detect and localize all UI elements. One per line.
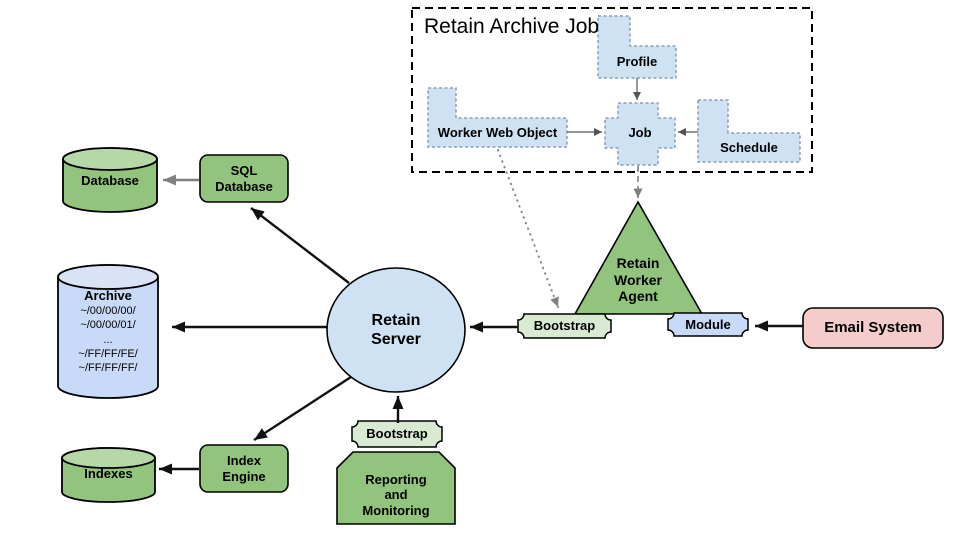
module-plaque	[667, 312, 749, 337]
archive-cylinder	[57, 264, 159, 399]
sql-database-box	[199, 154, 289, 203]
retain-worker-agent-triangle	[573, 200, 704, 315]
job-shape	[604, 102, 676, 166]
bootstrap-plaque	[517, 313, 612, 339]
worker-web-object-shape	[427, 87, 568, 148]
index-engine-box	[199, 444, 289, 493]
email-system-box	[802, 307, 944, 349]
profile-shape	[597, 15, 677, 79]
reporting-monitoring-shape	[336, 451, 456, 525]
arrow-server-to-index-engine	[253, 375, 352, 442]
retain-archive-job-group	[411, 7, 813, 173]
indexes-cylinder	[61, 447, 156, 503]
reporting-bootstrap-plaque	[351, 420, 443, 448]
arrow-worker-web-object-to-bootstrap	[497, 149, 559, 308]
retain-server-circle	[326, 267, 466, 393]
arrow-server-to-sql-database	[250, 207, 350, 284]
schedule-shape	[697, 99, 801, 163]
database-cylinder	[62, 147, 158, 213]
